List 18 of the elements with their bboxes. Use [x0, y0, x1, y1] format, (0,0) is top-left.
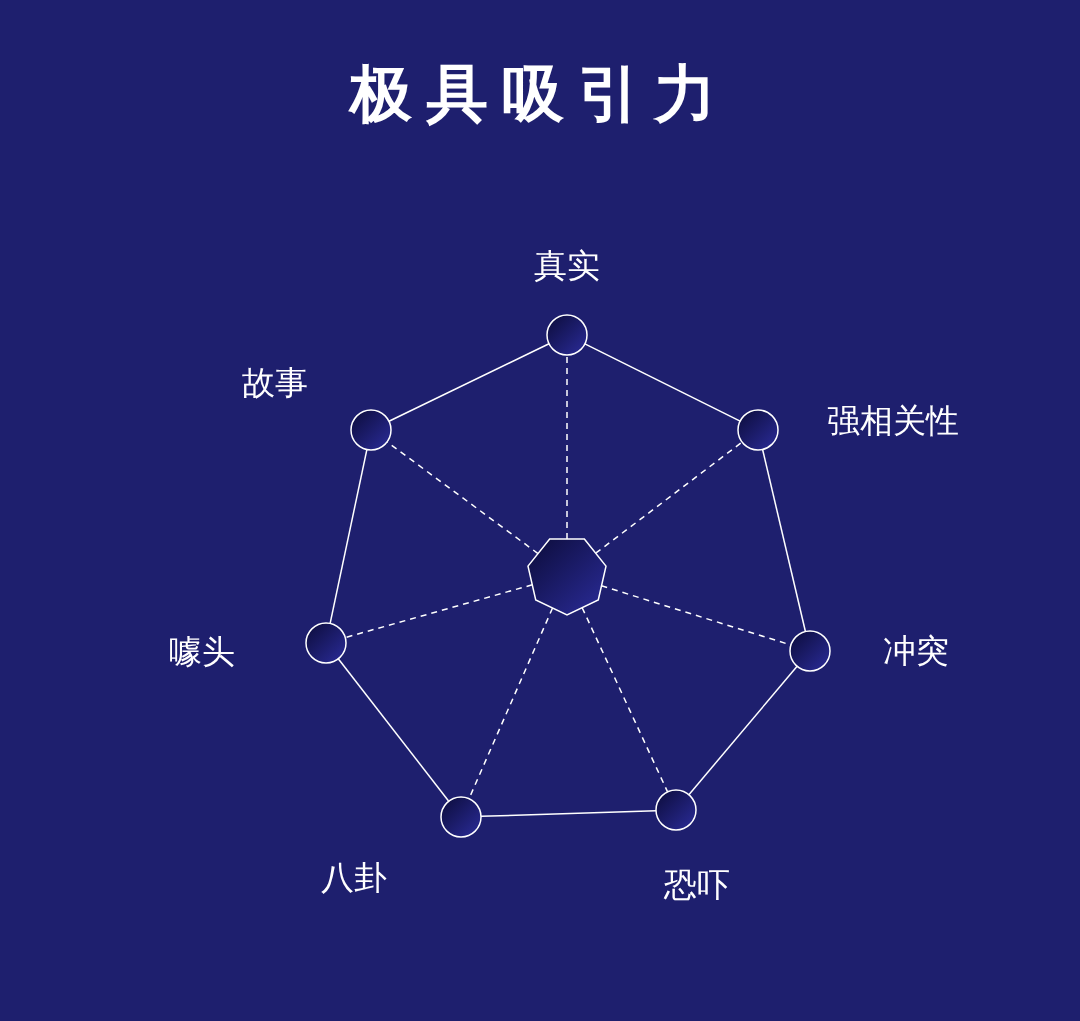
node-label: 故事 — [242, 363, 308, 403]
dashed-line — [581, 606, 669, 793]
node-label: 冲突 — [883, 631, 949, 671]
connector-line — [337, 658, 450, 802]
node-label: 恐吓 — [664, 865, 730, 905]
node-label: 强相关性 — [827, 401, 959, 441]
connector-line — [480, 809, 657, 818]
connector-line — [761, 448, 807, 633]
connector-line — [688, 665, 798, 796]
node-label: 噱头 — [169, 632, 235, 672]
connector-line — [584, 343, 741, 422]
title: 极具吸引力 — [350, 57, 730, 130]
dashed-line — [594, 441, 743, 554]
connector-line — [388, 342, 550, 423]
node-label: 八卦 — [321, 858, 387, 898]
dashed-line — [566, 354, 568, 540]
connector-line — [329, 448, 368, 625]
node-label: 真实 — [534, 246, 600, 286]
